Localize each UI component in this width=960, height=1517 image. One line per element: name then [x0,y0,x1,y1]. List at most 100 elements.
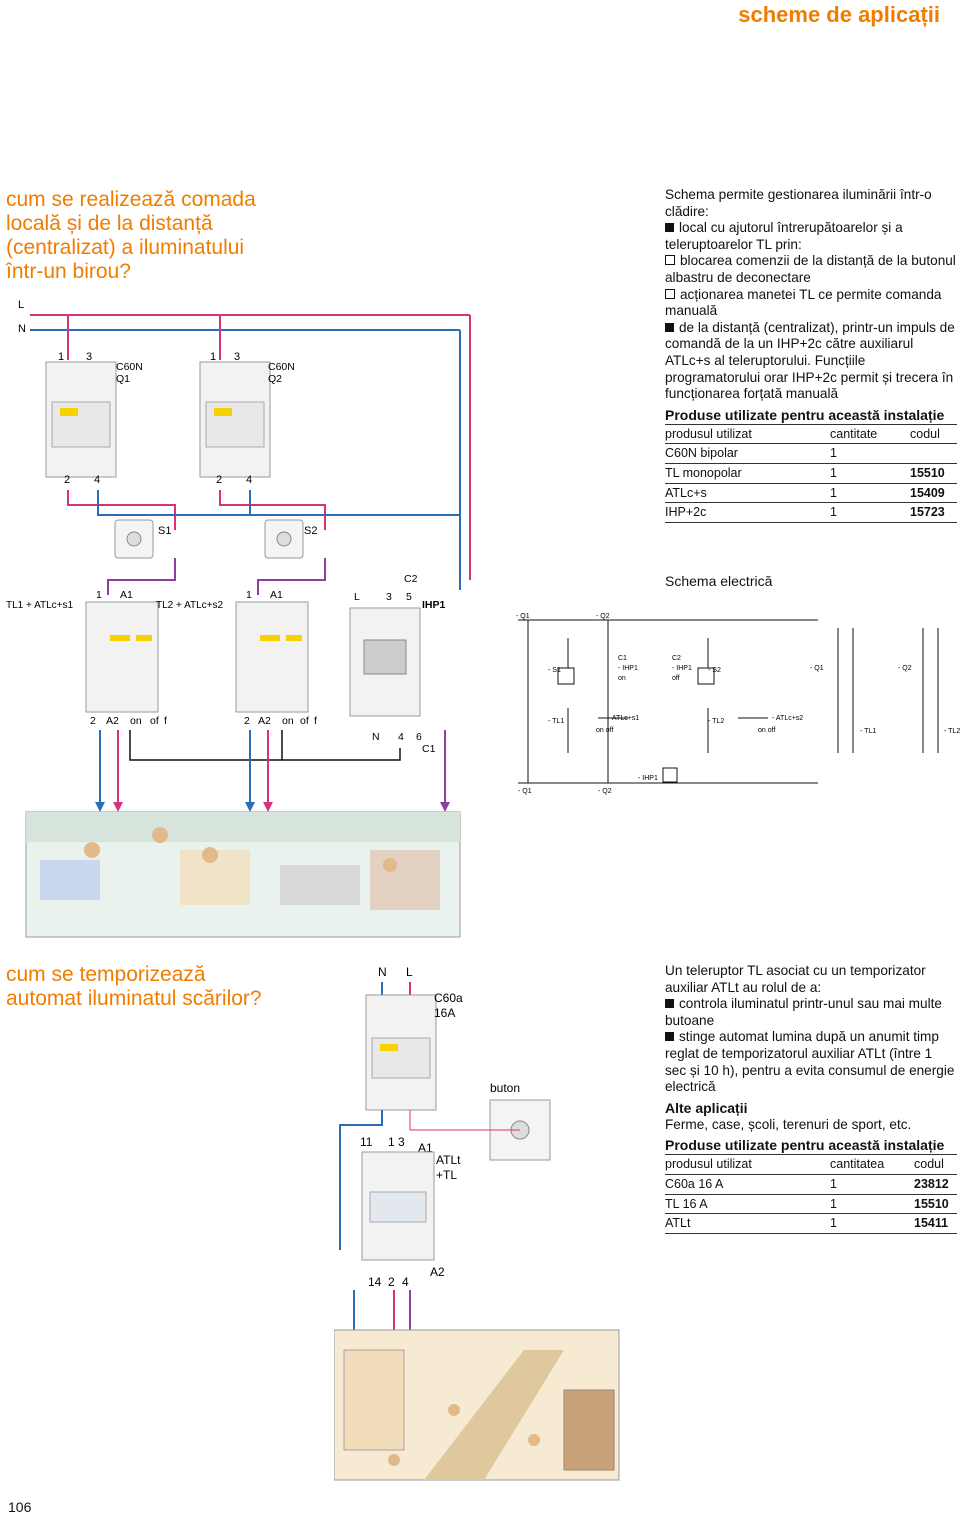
checkbox-bullet-icon [665,288,675,299]
table-cell: 23812 [914,1174,957,1195]
page-header-title: scheme de aplicații [738,2,940,27]
checkbox-item: acționarea manetei TL ce permite comanda… [665,287,957,320]
bullet-item: stinge automat lumina după un anumit tim… [665,1029,957,1095]
svg-text:- ATLc+s2: - ATLc+s2 [772,715,803,722]
svg-text:off: off [672,675,680,682]
schema-label: Schema electrică [665,573,773,589]
table-cell: TL monopolar [665,463,830,484]
svg-text:C1: C1 [618,655,627,662]
table-cell: C60a 16 A [665,1174,830,1195]
table-cell: 1 [830,1213,914,1234]
table-cell: 1 [830,1194,914,1215]
table-cell: 15510 [910,463,957,484]
intro-text: Un teleruptor TL asociat cu un temporiza… [665,963,926,995]
table-header-row: produsul utilizat cantitate codul [665,423,957,445]
terminal-label: 1 [96,589,102,601]
terminal-label: 2 [244,715,250,727]
svg-text:- Q1: - Q1 [518,788,532,795]
title-line: locală și de la distanță [6,212,213,235]
svg-text:- Q2: - Q2 [598,788,612,795]
terminal-label: 1 [210,351,216,363]
column-header: cantitate [830,423,910,445]
square-bullet-icon [665,322,674,332]
svg-text:- Q2: - Q2 [596,613,610,620]
terminal-label: 4 [402,1275,409,1289]
terminal-label: A2 [258,715,271,727]
column-header: codul [914,1154,957,1175]
table-cell: 15411 [914,1213,957,1234]
svg-text:- S2: - S2 [708,667,721,674]
svg-text:on: on [618,675,626,682]
svg-text:- ATLc+s1: - ATLc+s1 [608,715,639,722]
title-line: într-un birou? [6,260,131,283]
teleruptor-tl2-icon [235,601,309,713]
breaker-label: Q2 [268,373,282,385]
terminal-label: 14 [368,1275,382,1289]
teleruptor-tl1-icon [85,601,159,713]
table-cell: 15723 [910,502,957,523]
terminal-label: 4 [246,474,252,486]
label-L: L [18,299,24,311]
terminal-label: f [314,715,317,727]
terminal-label: 2 [388,1275,395,1289]
switch-label: S2 [304,525,317,537]
checkbox-bullet-icon [665,255,675,266]
terminal-label: 6 [416,731,422,743]
table-cell: C60N bipolar [665,443,830,464]
svg-text:- IHP1: - IHP1 [638,775,658,782]
terminal-label: 2 [216,474,222,486]
terminal-label: A2 [106,715,119,727]
table-cell: 15409 [910,483,957,504]
terminal-label: A1 [270,589,283,601]
device-label: ATLt [436,1153,461,1167]
bullet-item: controla iluminatul printr-unul sau mai … [665,996,957,1029]
products-table: produsul utilizat cantitate codul C60N b… [665,423,957,523]
terminal-label: 2 [64,474,70,486]
terminal-label: A1 [120,589,133,601]
svg-text:C2: C2 [672,655,681,662]
svg-text:- IHP1: - IHP1 [618,665,638,672]
svg-text:- TL1: - TL1 [860,728,876,735]
breaker-label: C60N [268,361,295,373]
table-cell [910,443,957,464]
terminal-label: of [150,715,159,727]
products-table: produsul utilizat cantitatea codul C60a … [665,1154,957,1234]
section2-title: cum se temporizează automat iluminatul s… [6,963,336,1011]
label-N: N [18,323,26,335]
svg-text:- TL1: - TL1 [548,718,564,725]
svg-text:on off: on off [596,727,613,734]
device-label: TL2 + ATLc+s2 [156,600,224,611]
alt-text: Ferme, case, școli, terenuri de sport, e… [665,1116,912,1132]
bullet-text: stinge automat lumina după un anumit tim… [665,1029,955,1095]
terminal-label: 5 [406,591,412,603]
electrical-schematic: - Q1 - Q2 - S1 - S2 - TL1 - TL2 - ATLc+s… [516,613,960,795]
label-N: N [378,965,387,979]
table-cell: ATLt [665,1213,830,1234]
bullet-text: acționarea manetei TL ce permite comanda… [665,286,942,319]
stair-wiring-diagram: N L C60a 16A buton 11 1 3 A1 ATLt +TL 14… [339,965,551,1289]
device-label: TL1 + ATLc+s1 [6,600,74,611]
table-cell: 1 [830,443,910,464]
table-cell: 1 [830,502,910,523]
table-cell: IHP+2c [665,502,830,523]
page-number: 106 [8,1499,32,1515]
square-bullet-icon [665,999,674,1009]
terminal-label: 2 [90,715,96,727]
section1-title: cum se realizează comada locală și de la… [6,188,296,284]
device-label: +TL [436,1168,457,1182]
svg-text:on off: on off [758,727,775,734]
column-header: produsul utilizat [665,423,830,445]
stairway-illustration [334,1290,620,1481]
column-header: cantitatea [830,1154,914,1175]
title-line: automat iluminatul scărilor? [6,987,262,1010]
bullet-text: controla iluminatul printr-unul sau mai … [665,996,942,1028]
terminal-label: 4 [398,731,404,743]
terminal-label: 3 [86,351,92,363]
table-cell: 1 [830,1174,914,1195]
office-illustration [25,811,461,938]
